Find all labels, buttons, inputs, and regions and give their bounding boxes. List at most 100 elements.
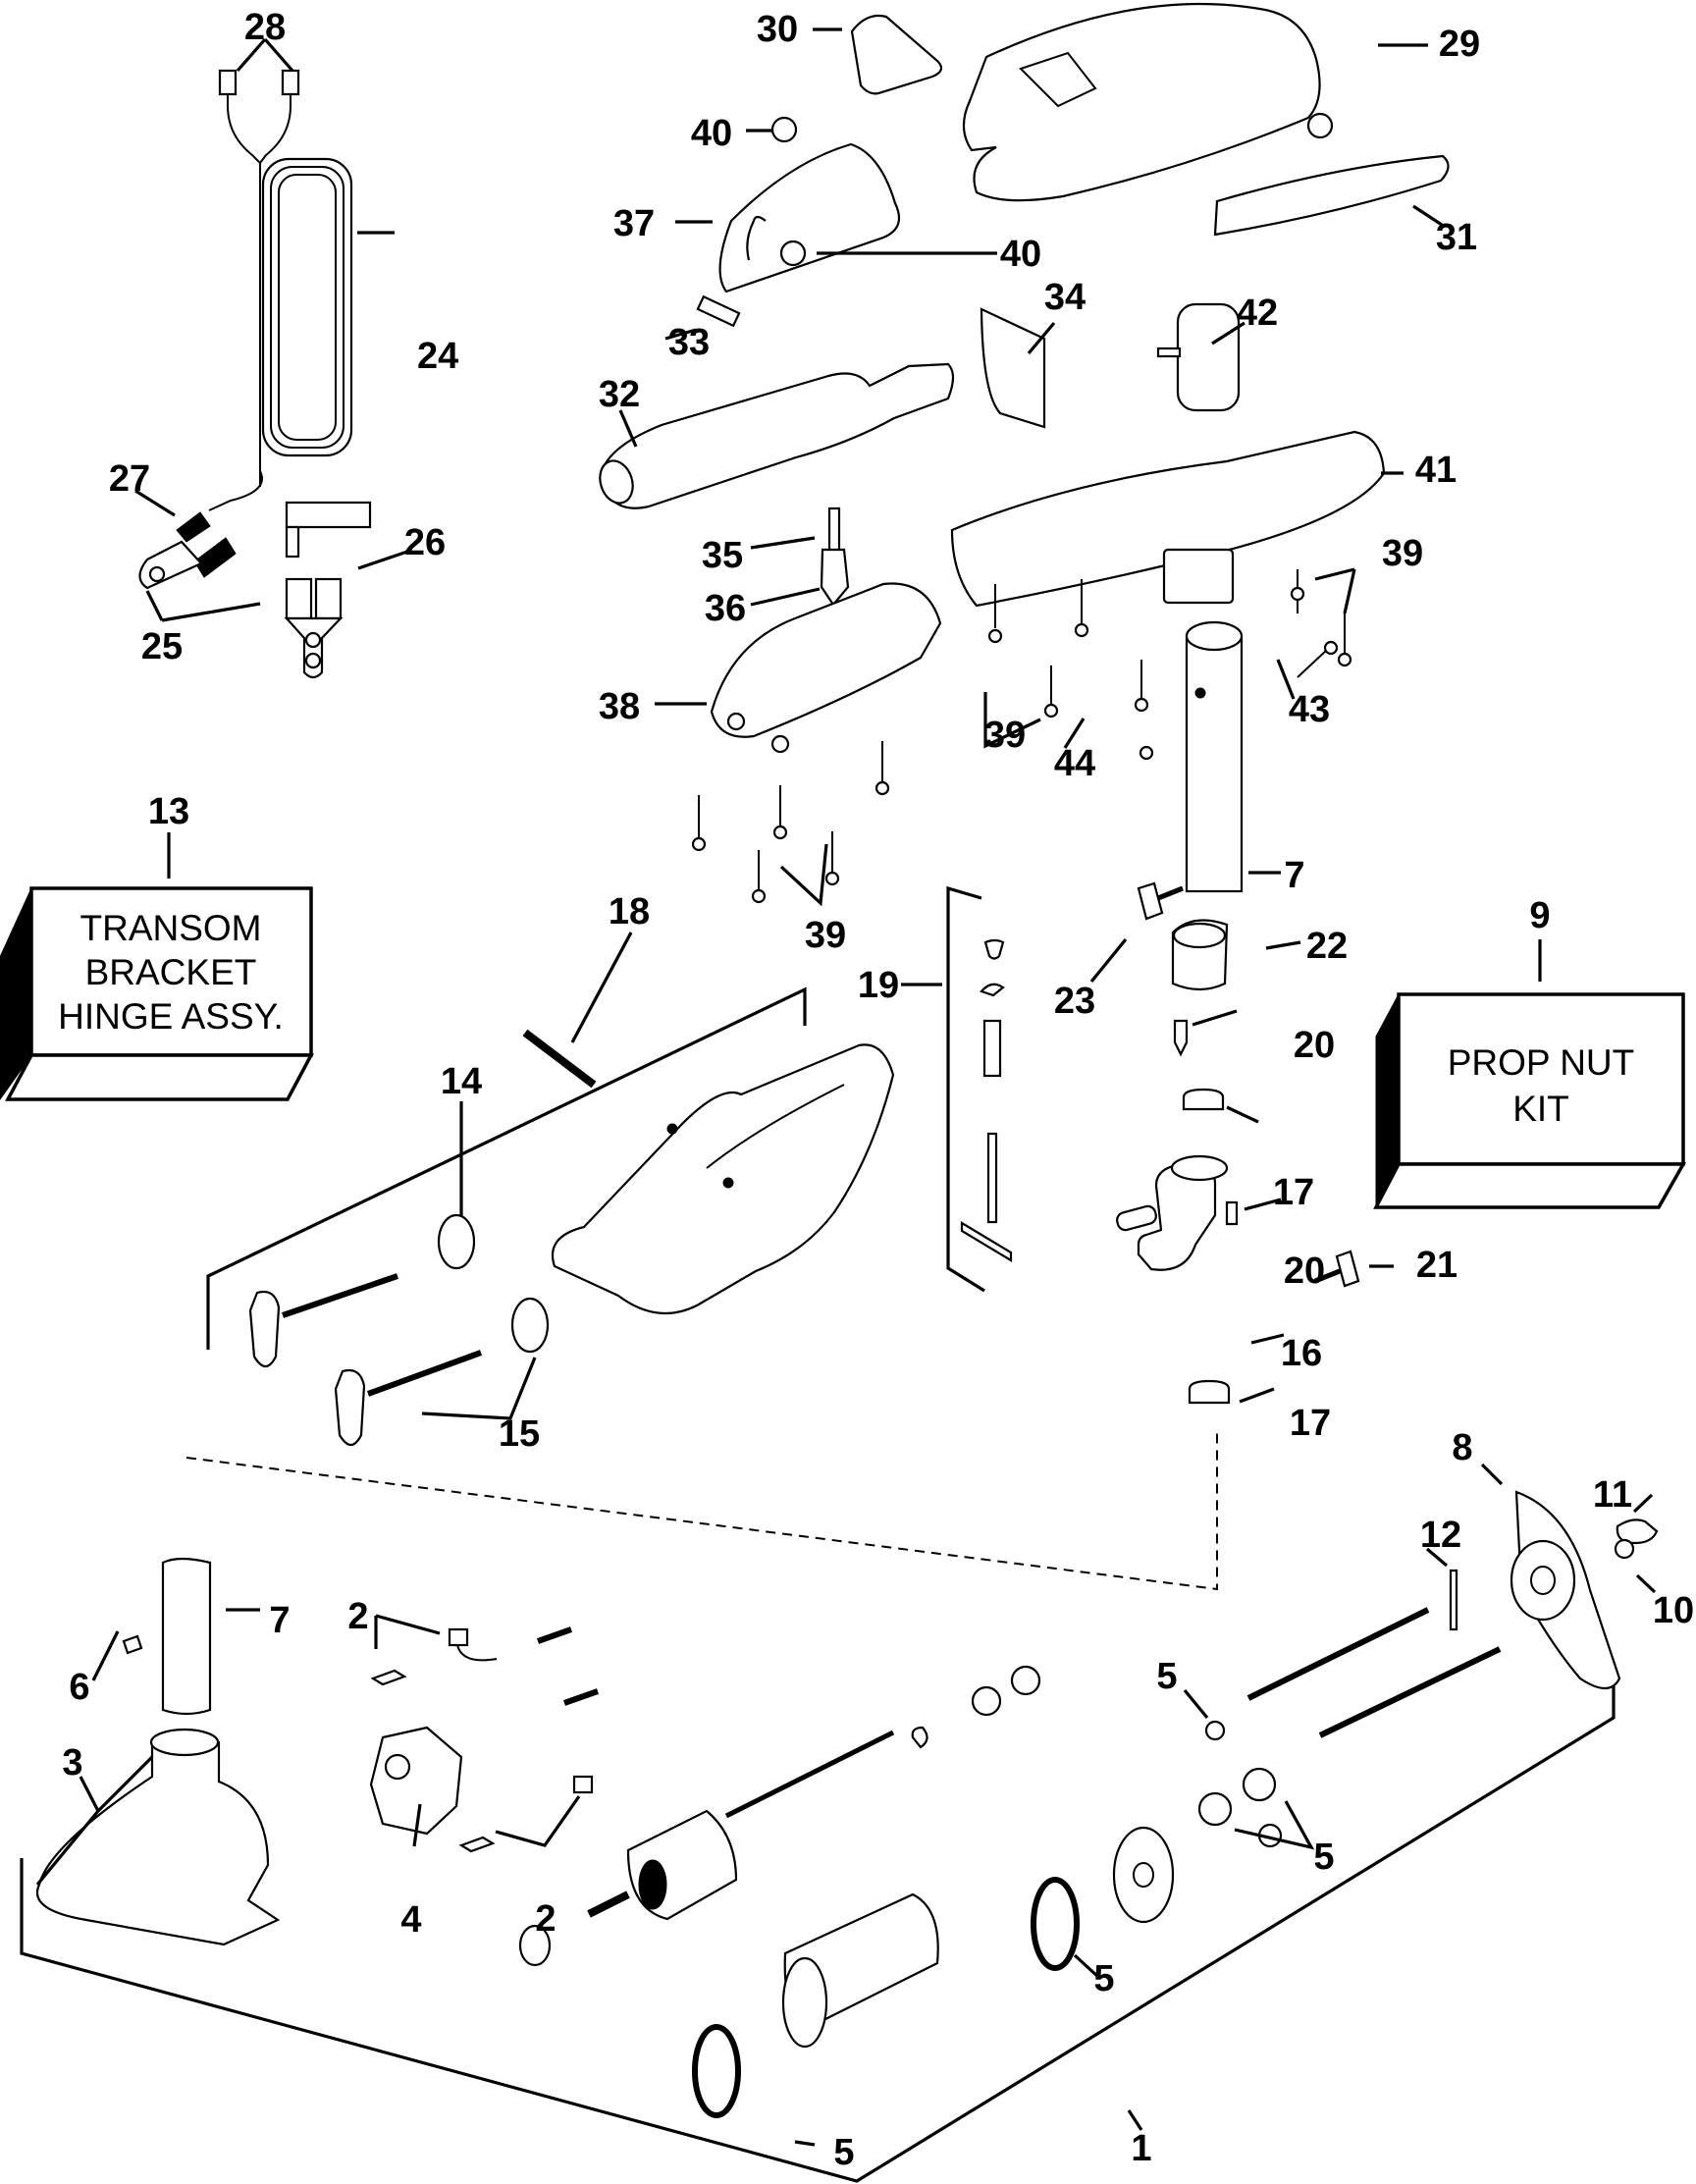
kit-box-13-line-2: BRACKET xyxy=(85,952,257,992)
clamp-screw-handle-2 xyxy=(334,1368,366,1447)
head-assembly xyxy=(599,2,1450,754)
column-tube xyxy=(1185,620,1281,893)
callout-36: 36 xyxy=(705,588,746,629)
connector-terminal-right xyxy=(281,69,300,96)
housing-thumbscrew xyxy=(1335,1250,1360,1288)
callout-31: 31 xyxy=(1436,217,1477,258)
prop-washer xyxy=(1614,1538,1635,1560)
callout-12: 12 xyxy=(1420,1515,1461,1556)
callout-19: 19 xyxy=(858,965,899,1006)
head-lower-housing xyxy=(950,430,1386,608)
callout-2-lower: 2 xyxy=(535,1898,556,1940)
lower-unit-group xyxy=(20,1463,1659,2183)
callout-20-lower: 20 xyxy=(1284,1251,1325,1292)
clamp-pad-2 xyxy=(510,1297,550,1354)
callout-17-upper: 17 xyxy=(1273,1172,1314,1213)
through-bolt-upper xyxy=(1246,1607,1430,1701)
callout-32: 32 xyxy=(599,374,640,415)
through-bolt-lower xyxy=(1318,1646,1502,1738)
kit-box-9-line-2: KIT xyxy=(1512,1089,1569,1129)
callout-7-upper: 7 xyxy=(1284,855,1304,896)
speed-label-plate xyxy=(980,307,1046,429)
brush-spring-lower xyxy=(458,1836,496,1853)
kit-box-13-line-1: TRANSOM xyxy=(80,908,262,948)
kit-box-13-base xyxy=(5,1053,314,1101)
seal-washer-small xyxy=(1204,1720,1226,1741)
callout-24: 24 xyxy=(417,336,458,377)
callout-28: 28 xyxy=(244,7,286,48)
callout-29: 29 xyxy=(1439,24,1480,65)
callout-5-seal: 5 xyxy=(1156,1656,1177,1697)
screws-group xyxy=(691,569,1352,904)
tiller-handle xyxy=(601,362,955,509)
collar-thumbscrew xyxy=(1137,881,1164,921)
callout-4: 4 xyxy=(400,1899,421,1941)
thrust-washer-2 xyxy=(1010,1665,1041,1696)
tiller-latch xyxy=(820,548,850,607)
seal-2 xyxy=(1242,1767,1277,1802)
battery-clip-ring xyxy=(138,540,203,590)
callout-5-oring-rear: 5 xyxy=(1093,1958,1114,1999)
callout-39-center: 39 xyxy=(984,715,1026,756)
callout-38: 38 xyxy=(599,686,640,727)
kit-box-13-line-3: HINGE ASSY. xyxy=(58,996,284,1037)
tiller-base-housing xyxy=(710,582,942,738)
propeller-hub xyxy=(1510,1539,1576,1622)
callout-22: 22 xyxy=(1306,926,1348,967)
callout-44: 44 xyxy=(1054,743,1095,784)
brush-spring-upper xyxy=(370,1669,407,1686)
callout-41: 41 xyxy=(1415,450,1457,491)
kit-box-13-face xyxy=(29,886,313,1057)
cord-coil-outer xyxy=(261,157,353,457)
bracket-group-bracket xyxy=(206,986,807,1350)
callout-23: 23 xyxy=(1054,981,1095,1022)
callout-30: 30 xyxy=(757,9,798,50)
callout-35: 35 xyxy=(702,535,743,576)
kit-box-9-line-1: PROP NUT xyxy=(1448,1042,1635,1083)
leader-lines-head xyxy=(618,27,1443,907)
retaining-ring-c xyxy=(911,1726,928,1749)
terminal-lug-2 xyxy=(314,577,343,620)
pivot-pin xyxy=(522,1029,597,1089)
leader-lines-cord xyxy=(134,37,408,622)
callout-43: 43 xyxy=(1289,689,1330,730)
lock-spring xyxy=(982,1019,1002,1078)
callout-33: 33 xyxy=(668,322,710,363)
callout-1: 1 xyxy=(1131,2128,1151,2169)
bushing-lower xyxy=(1188,1379,1231,1405)
callout-14: 14 xyxy=(441,1061,482,1102)
lock-pin-handle xyxy=(960,1221,1013,1262)
connector-terminal-left xyxy=(218,69,238,96)
retaining-clip-lower xyxy=(779,240,807,267)
callout-34: 34 xyxy=(1044,277,1086,318)
bushing-upper xyxy=(1182,1088,1225,1111)
callout-5-oring-front: 5 xyxy=(833,2132,854,2173)
callout-39-left: 39 xyxy=(805,915,846,956)
callout-8: 8 xyxy=(1452,1427,1472,1468)
brush-upper xyxy=(448,1627,469,1647)
callout-20-upper: 20 xyxy=(1294,1025,1335,1066)
seal-1 xyxy=(1197,1791,1233,1827)
brush-plate-assembly xyxy=(369,1726,463,1836)
head-column-socket xyxy=(1162,548,1235,605)
column-tube-lower xyxy=(161,1557,212,1716)
callout-5-bearings: 5 xyxy=(1313,1837,1334,1878)
callout-7-lower: 7 xyxy=(269,1600,290,1641)
brush-lower xyxy=(572,1775,594,1794)
bearing xyxy=(518,1924,552,1967)
callout-9: 9 xyxy=(1529,895,1550,936)
clamp-screw-shaft-2 xyxy=(366,1350,483,1397)
transom-bracket-kit-box: TRANSOM BRACKET HINGE ASSY. xyxy=(0,832,314,1101)
callout-15: 15 xyxy=(499,1413,540,1455)
clamp-screw-handle-1 xyxy=(248,1290,281,1368)
terminal-lug-1 xyxy=(285,577,313,620)
transom-bracket-clamp xyxy=(551,1043,895,1315)
decal-side-strip xyxy=(1213,154,1450,237)
callout-17-lower: 17 xyxy=(1290,1403,1331,1444)
callout-40-upper: 40 xyxy=(691,113,732,154)
callout-39-right: 39 xyxy=(1382,533,1423,574)
lock-kit-bracket xyxy=(946,885,985,1293)
transom-bracket-group xyxy=(206,932,895,1447)
callout-40-lower: 40 xyxy=(1000,234,1041,275)
